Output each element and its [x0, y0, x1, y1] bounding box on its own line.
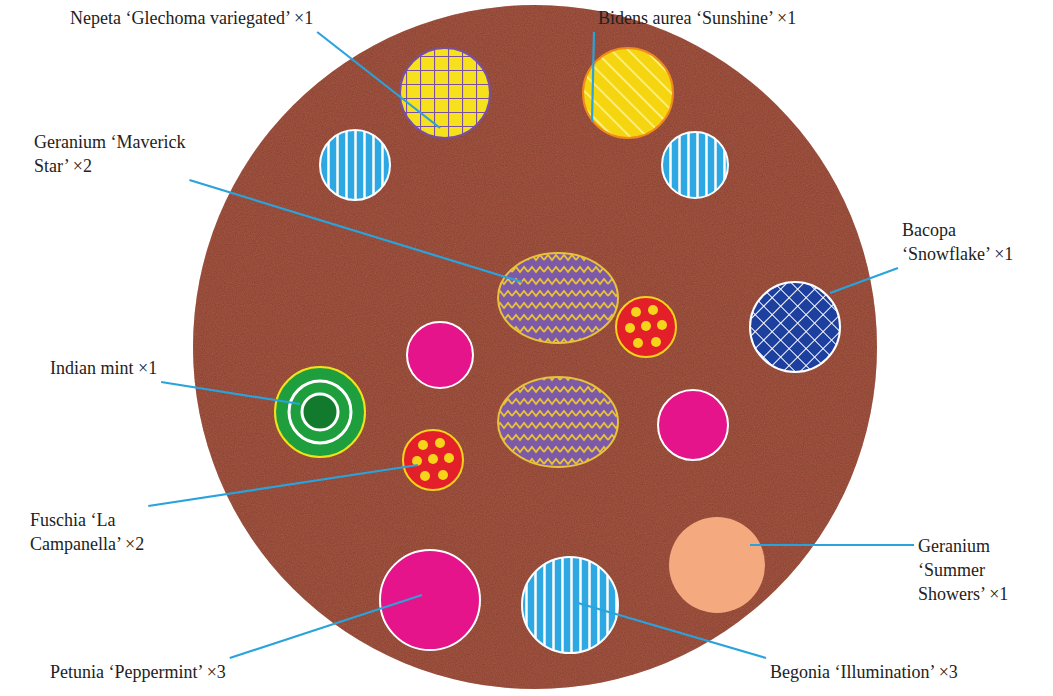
plant-label: Geranium ‘Summer Showers’ ×1	[918, 534, 1028, 606]
plant-label: Indian mint ×1	[50, 356, 190, 380]
leader-line	[189, 180, 522, 282]
plant-label: Petunia ‘Peppermint’ ×3	[50, 660, 330, 684]
leader-line	[750, 544, 914, 546]
leader-line	[148, 465, 418, 506]
plant-label: Fuschia ‘La Campanella’ ×2	[30, 508, 200, 556]
plant-label: Bacopa ‘Snowflake’ ×1	[902, 218, 1032, 266]
plant-label: Geranium ‘Maverick Star’ ×2	[34, 130, 194, 178]
plant-label: Nepeta ‘Glechoma variegated’ ×1	[70, 6, 390, 30]
leader-line	[830, 268, 898, 293]
leader-line	[317, 32, 440, 128]
leader-line	[578, 603, 766, 658]
leader-line	[161, 382, 300, 404]
leader-line	[230, 595, 422, 658]
leader-line	[592, 32, 594, 122]
plant-label: Begonia ‘Illumination’ ×3	[770, 660, 1040, 684]
plant-label: Bidens aurea ‘Sunshine’ ×1	[598, 6, 858, 30]
